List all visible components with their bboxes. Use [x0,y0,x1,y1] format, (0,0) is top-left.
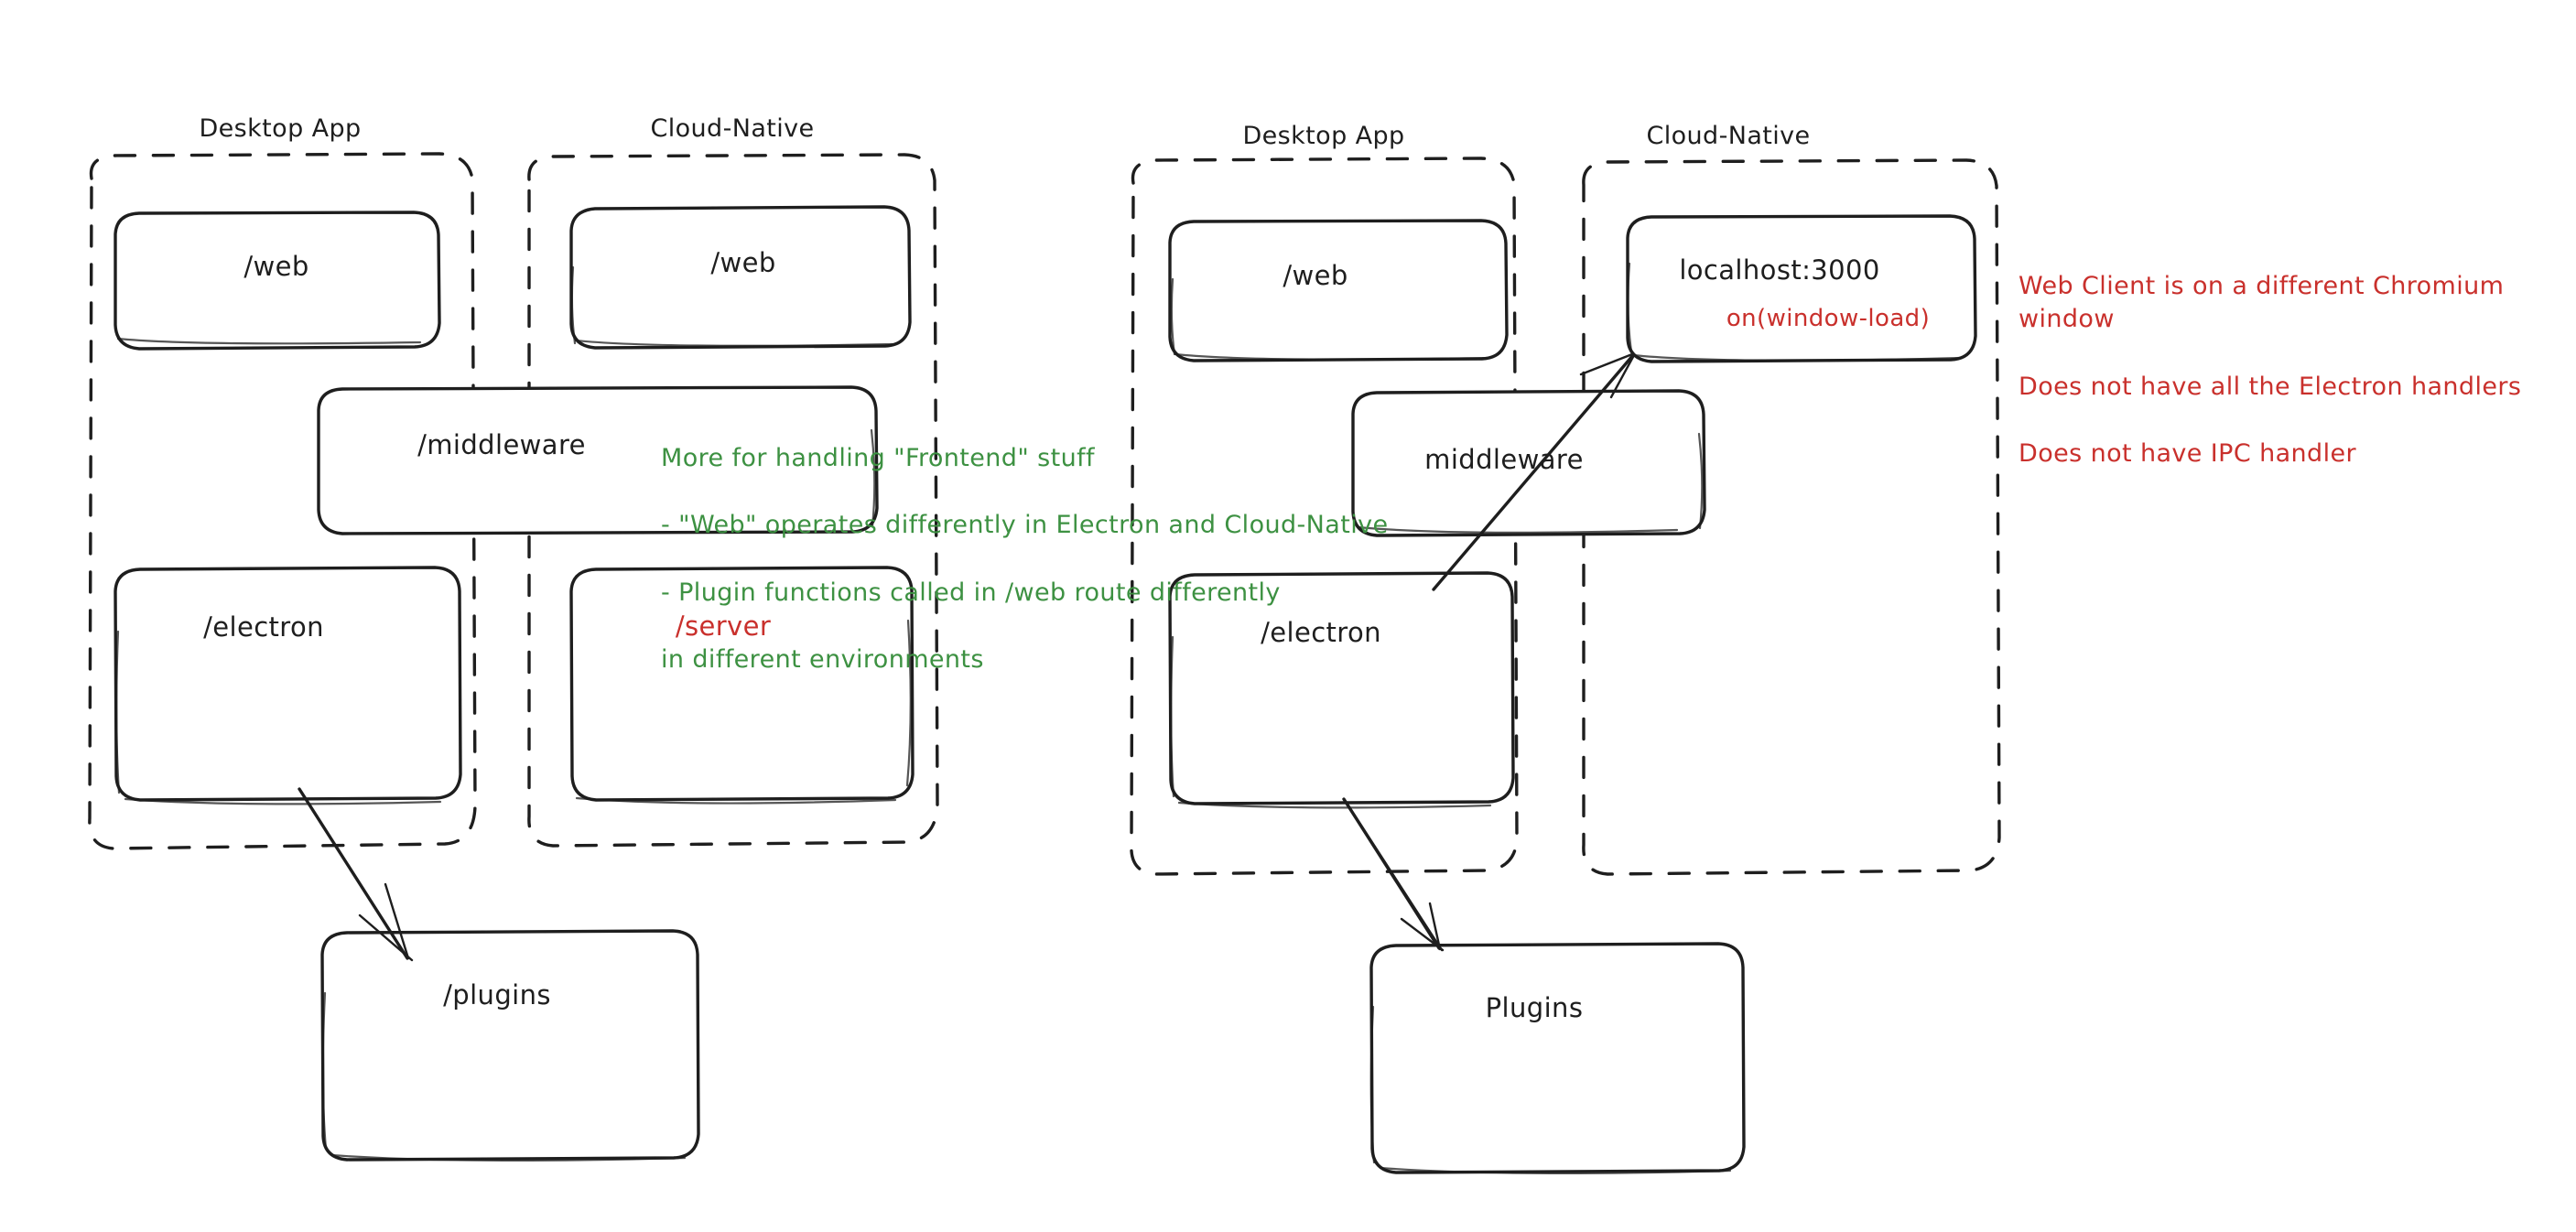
node-label-left-plugins[interactable]: /plugins [443,979,551,1010]
group-label-right-cloud: Cloud-Native [1646,122,1811,150]
node-label-right-localhost[interactable]: localhost:3000 [1679,254,1880,286]
node-box-left-plugins [320,929,700,1162]
annotation-red-line-2: Does not have all the Electron handlers [2019,372,2522,401]
group-label-left-cloud: Cloud-Native [650,114,815,143]
annotation-green-line-3: - Plugin functions called in /web route … [661,578,1281,607]
node-label-left-desktop-web[interactable]: /web [244,251,309,282]
node-sublabel-right-localhost-on-window-load: on(window-load) [1726,305,1931,332]
node-label-right-desktop-web[interactable]: /web [1283,260,1348,291]
node-label-left-server[interactable]: /server [675,611,772,642]
arrow-right-electron-to-plugins [1342,797,1445,952]
node-label-right-electron[interactable]: /electron [1261,617,1381,648]
group-label-left-desktop: Desktop App [199,114,362,143]
group-label-right-desktop: Desktop App [1242,122,1405,150]
arrow-left-electron-to-plugins [298,787,414,962]
node-label-left-electron[interactable]: /electron [203,611,324,643]
node-box-right-localhost [1626,214,1977,363]
annotation-red-line-3: Does not have IPC handler [2019,439,2357,469]
annotation-note-green: More for handling "Frontend" stuff - "We… [661,408,1389,710]
node-box-left-electron [114,566,462,805]
annotation-note-red: Web Client is on a different Chromium wi… [2019,236,2576,505]
node-label-right-middleware[interactable]: middleware [1424,444,1584,475]
annotation-red-line-1: Web Client is on a different Chromium wi… [2019,271,2505,334]
node-label-right-plugins[interactable]: Plugins [1485,992,1584,1023]
annotation-green-line-1: More for handling "Frontend" stuff [661,443,1095,472]
annotation-green-line-4: in different environments [661,645,984,675]
annotation-green-line-2: - "Web" operates differently in Electron… [661,511,1389,540]
node-box-right-plugins [1369,942,1746,1174]
node-label-left-cloud-web[interactable]: /web [710,247,776,278]
node-label-left-middleware[interactable]: /middleware [417,429,586,460]
